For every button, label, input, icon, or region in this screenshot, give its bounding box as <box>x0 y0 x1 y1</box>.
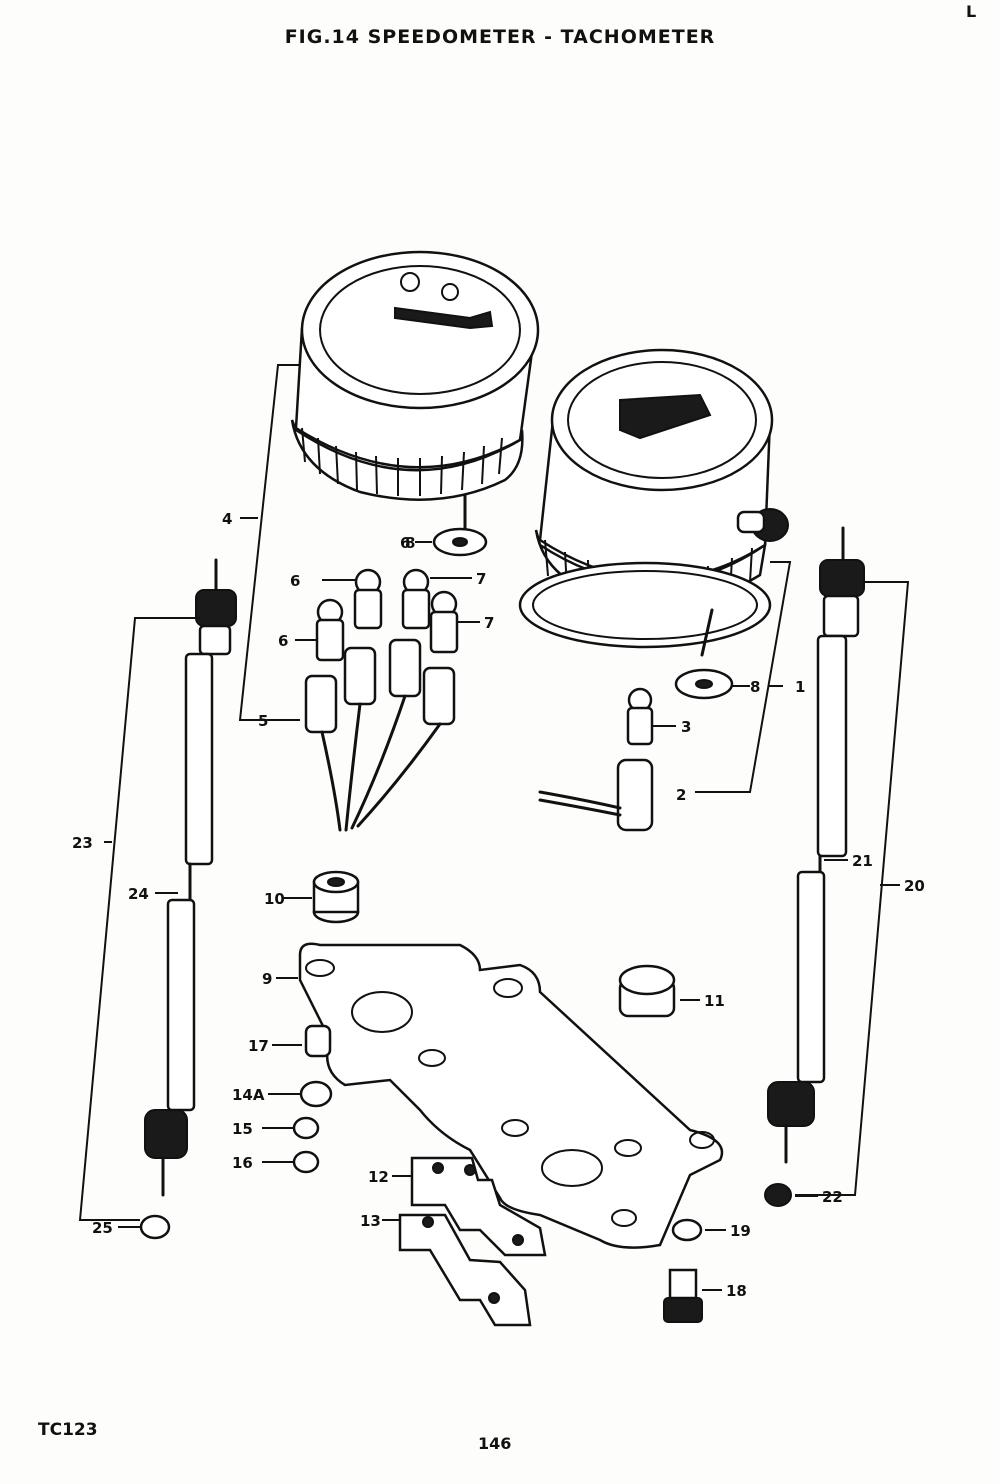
callout-10: 10 <box>264 890 285 908</box>
callout-3: 3 <box>681 718 691 736</box>
plate-12 <box>410 1156 547 1257</box>
leader-lines <box>78 364 910 1291</box>
nut-16 <box>292 1150 320 1174</box>
callout-labels: 1 2 3 4 5 6 6 6 7 7 8 8 9 10 11 12 13 14… <box>72 510 925 1300</box>
page-title: FIG.14 SPEEDOMETER - TACHOMETER <box>284 26 716 48</box>
washer-15 <box>292 1116 320 1140</box>
callout-8-left: 8 <box>405 534 415 552</box>
speedometer-cable <box>144 558 237 1197</box>
callout-13: 13 <box>360 1212 381 1230</box>
bulbs-group <box>315 568 654 746</box>
speedometer-knurled-ring <box>301 427 503 496</box>
callout-7-lower: 7 <box>484 614 494 632</box>
callout-19: 19 <box>730 1222 751 1240</box>
callout-8-right: 8 <box>750 678 760 696</box>
callout-22: 22 <box>822 1188 843 1206</box>
callout-16: 16 <box>232 1154 253 1172</box>
cap-22 <box>764 1183 792 1207</box>
meter-bracket <box>298 942 724 1249</box>
callout-18: 18 <box>726 1282 747 1300</box>
callout-1: 1 <box>795 678 805 696</box>
callout-7-upper: 7 <box>476 570 486 588</box>
tachometer-bulb-socket <box>538 758 654 832</box>
figure-code: TC123 <box>38 1420 98 1440</box>
bolt-18 <box>663 1268 703 1323</box>
callout-6-top: 6 <box>400 534 410 552</box>
tachometer-assembly <box>518 348 789 657</box>
callout-25: 25 <box>92 1219 113 1237</box>
speedometer-assembly <box>290 250 540 537</box>
callout-14a: 14A <box>232 1086 265 1104</box>
callout-2: 2 <box>676 786 686 804</box>
callout-23: 23 <box>72 834 93 852</box>
callout-20: 20 <box>904 877 925 895</box>
callout-9: 9 <box>262 970 272 988</box>
callout-24: 24 <box>128 885 149 903</box>
cushion-10 <box>312 870 360 924</box>
washer-19 <box>671 1218 703 1242</box>
spacer-17 <box>304 1024 332 1058</box>
page-number: 146 <box>478 1434 512 1453</box>
callout-4: 4 <box>222 510 232 528</box>
callout-5: 5 <box>258 712 268 730</box>
corner-mark: L <box>966 2 977 21</box>
plate-13 <box>398 1213 532 1327</box>
bulb-sockets-harness <box>304 638 456 832</box>
callout-6-upper: 6 <box>290 572 300 590</box>
washer-14a <box>299 1080 333 1108</box>
callout-12: 12 <box>368 1168 389 1186</box>
callout-11: 11 <box>704 992 725 1010</box>
callout-6-lower: 6 <box>278 632 288 650</box>
callout-21: 21 <box>852 852 873 870</box>
tachometer-cable <box>767 526 865 1164</box>
callout-17: 17 <box>248 1037 269 1055</box>
cap-25 <box>139 1214 171 1240</box>
callout-15: 15 <box>232 1120 253 1138</box>
cap-11 <box>618 964 676 1018</box>
